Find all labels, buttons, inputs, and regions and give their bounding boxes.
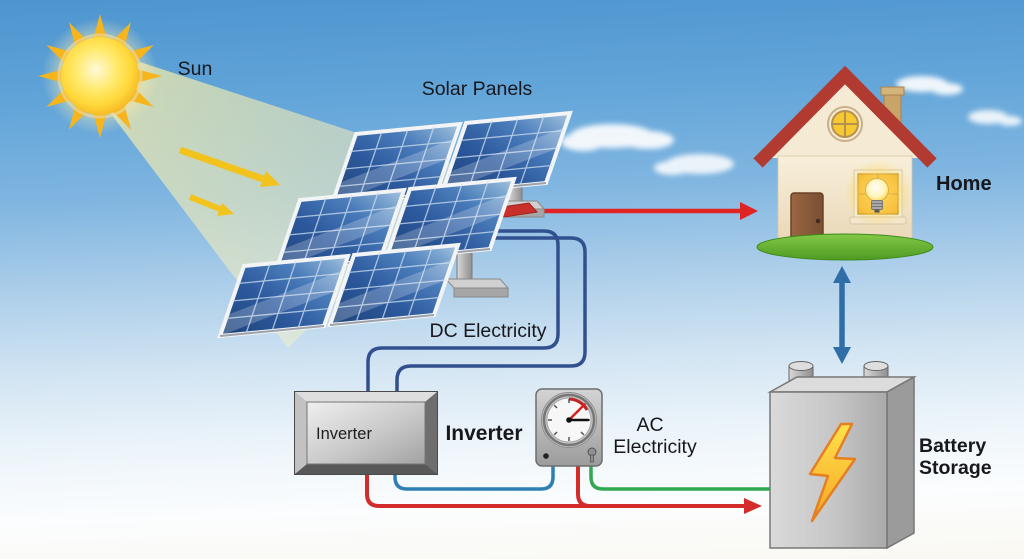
panels-to-home-arrow: [527, 202, 758, 220]
door: [790, 192, 824, 245]
dc-wire: [395, 236, 587, 398]
ac-wire-red: [365, 470, 744, 508]
dc-wire: [366, 229, 560, 398]
meter-gauge: [541, 392, 597, 448]
battery-storage: [767, 361, 917, 550]
ac-wire-red-stub: [576, 460, 591, 508]
sunlight-arrow: [188, 194, 234, 216]
cloud: [896, 76, 963, 95]
solar-panels-label: Solar Panels: [422, 78, 533, 100]
home-label: Home: [936, 173, 992, 195]
inverter-label: Inverter: [445, 422, 522, 445]
inverter-box: Inverter: [294, 391, 438, 475]
ac-wire-green: [589, 460, 772, 491]
sun-icon: [38, 14, 162, 138]
solar-panels-array: [220, 113, 570, 336]
meter-key: [587, 447, 597, 463]
round-window: [827, 106, 863, 142]
battery-storage-label-line1: Battery: [919, 435, 986, 457]
light-bulb-icon: [865, 178, 889, 213]
door-knob: [815, 218, 821, 224]
cloud: [968, 110, 1022, 126]
roof: [753, 65, 937, 168]
chimney-cap: [880, 86, 905, 96]
red-arrowhead: [744, 498, 762, 514]
ac-electricity-label-line1: AC: [636, 414, 663, 436]
battery-storage-label-line2: Storage: [919, 457, 992, 479]
solar-panel: [220, 256, 348, 336]
grass-mound: [756, 233, 934, 261]
sun-label: Sun: [178, 58, 213, 80]
sunlight-arrow: [178, 146, 280, 187]
meter-screw: [543, 453, 549, 459]
dc-electricity-label: DC Electricity: [429, 320, 546, 342]
solar-panel: [330, 245, 458, 325]
home-battery-arrow: [833, 266, 851, 364]
panel-pedestal: [444, 249, 510, 298]
cloud: [654, 154, 734, 175]
ac-electricity-label-line2: Electricity: [613, 436, 697, 458]
sun-beam: [102, 62, 470, 348]
ac-meter: [535, 388, 603, 467]
home: [753, 65, 937, 261]
lightning-bolt-icon: [808, 422, 857, 523]
gauge-needle-red: [567, 403, 586, 422]
cloud: [561, 124, 674, 151]
ac-wire-blue: [393, 460, 555, 491]
inverter-box-label: Inverter: [316, 425, 372, 443]
